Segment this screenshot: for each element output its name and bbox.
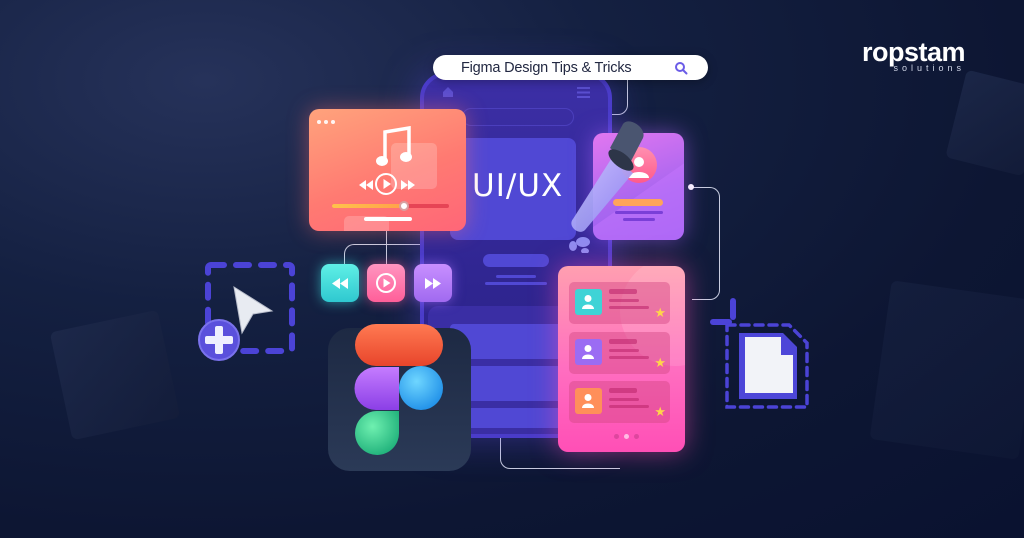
fast-forward-icon [401, 180, 415, 190]
music-player-card [309, 109, 466, 231]
brand-name: ropstam [862, 37, 966, 67]
connector-line [692, 187, 720, 300]
selection-box-icon [198, 262, 295, 361]
connector-line [386, 231, 387, 266]
list-item-line [609, 356, 649, 359]
play-button[interactable] [367, 264, 405, 302]
list-item-line [609, 405, 649, 408]
list-item-title [609, 339, 637, 344]
hamburger-menu-icon [577, 87, 590, 98]
brand-tagline: solutions [893, 63, 966, 73]
phone-text-line [485, 282, 547, 285]
phone-button-bar [483, 254, 549, 267]
list-item-line [609, 398, 639, 401]
connector-dot [688, 184, 694, 190]
brand-logo: ropstam solutions [862, 37, 966, 73]
profile-text-line [615, 211, 663, 214]
album-art-overlay [391, 143, 437, 189]
uiux-headline: UI/UX [472, 168, 564, 204]
rewind-icon [359, 180, 373, 190]
rewind-button[interactable] [321, 264, 359, 302]
avatar [575, 388, 602, 414]
eyedropper-icon [569, 121, 644, 253]
figma-app-tile [328, 324, 471, 471]
user-icon [582, 394, 594, 408]
user-icon [582, 345, 594, 359]
pagination-dots[interactable] [614, 434, 639, 439]
progress-fill [332, 204, 403, 208]
star-icon[interactable]: ★ [654, 355, 666, 370]
rewind-icon [332, 277, 348, 289]
thumbnail-overlay [344, 216, 389, 231]
decorative-cube-left [49, 309, 181, 441]
search-icon[interactable] [674, 61, 688, 75]
list-item-title [609, 388, 637, 393]
figma-logo-icon [354, 324, 443, 455]
search-bar[interactable]: Figma Design Tips & Tricks [433, 55, 708, 80]
fast-forward-button[interactable] [414, 264, 452, 302]
phone-text-line [496, 275, 536, 278]
decorative-cube-bottom-right [869, 280, 1024, 460]
star-icon[interactable]: ★ [654, 305, 666, 320]
play-icon [376, 273, 396, 293]
avatar [575, 289, 602, 315]
list-item-line [609, 299, 639, 302]
music-note-icon [376, 126, 412, 166]
list-item-title [609, 289, 637, 294]
avatar [575, 339, 602, 365]
track-title-bar [364, 217, 412, 221]
user-icon [582, 295, 594, 309]
list-item-line [609, 306, 649, 309]
play-icon [375, 173, 397, 195]
profile-name-bar [613, 199, 663, 206]
contacts-list-card: ★ ★ ★ [558, 266, 685, 452]
phone-hero-card [450, 138, 576, 240]
file-frame-icon [710, 298, 809, 409]
list-item[interactable]: ★ [569, 332, 670, 374]
decorative-cube-right [945, 69, 1024, 177]
search-text: Figma Design Tips & Tricks [461, 59, 632, 76]
profile-text-line [623, 218, 655, 221]
fast-forward-icon [425, 277, 441, 289]
home-icon [443, 87, 453, 97]
user-icon [629, 157, 649, 178]
progress-handle[interactable] [399, 201, 409, 211]
star-icon[interactable]: ★ [654, 404, 666, 419]
list-item-line [609, 349, 639, 352]
list-item[interactable]: ★ [569, 282, 670, 324]
window-dots [317, 120, 335, 124]
list-item[interactable]: ★ [569, 381, 670, 423]
